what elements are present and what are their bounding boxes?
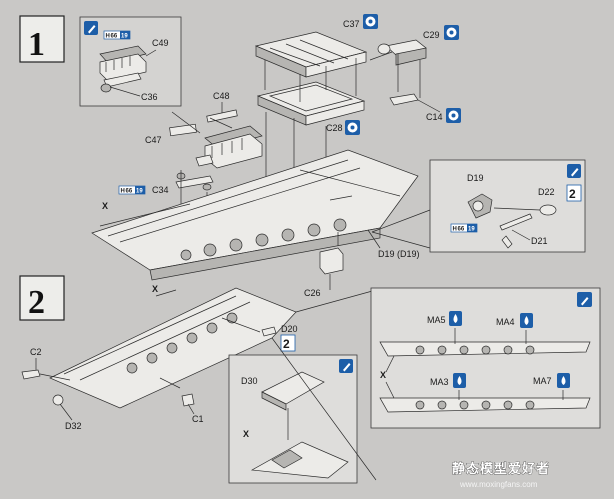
step-2: 2 X C2 D32 C1 D20 2	[19, 275, 601, 484]
part-c1	[159, 377, 195, 415]
svg-text:H: H	[106, 34, 110, 40]
hull-side-lower	[379, 390, 591, 413]
part-label-d21: D21	[531, 236, 548, 246]
part-label-c2: C2	[30, 347, 42, 357]
cement-icon-4	[577, 292, 592, 307]
paint-drop-icon-ma4	[520, 313, 533, 328]
part-label-d22: D22	[538, 187, 555, 197]
svg-text:19: 19	[121, 34, 128, 40]
part-c29	[377, 39, 427, 98]
svg-text:H: H	[453, 227, 457, 233]
hull-label-x-2: X	[152, 284, 158, 294]
part-label-ma3: MA3	[430, 377, 449, 387]
part-label-ma5: MA5	[427, 315, 446, 325]
part-c28	[256, 81, 366, 126]
exhaust-muffler-part	[99, 45, 157, 97]
part-d21-d22	[493, 204, 557, 249]
step-2-number: 2	[28, 284, 45, 321]
h-paint-badge-2: H 66 19	[118, 185, 146, 195]
plastic-cement-icon-3	[444, 25, 459, 40]
hull-label-x-3: X	[243, 429, 249, 439]
hull-upper-part	[91, 149, 419, 281]
part-c48	[206, 109, 238, 123]
part-label-c29: C29	[423, 30, 440, 40]
paint-drop-icon-ma3	[453, 373, 466, 388]
part-label-d20: D20	[281, 324, 298, 334]
part-d19	[467, 193, 493, 219]
svg-text:66: 66	[126, 189, 133, 195]
part-label-ma4: MA4	[496, 317, 515, 327]
part-d30	[261, 371, 325, 411]
plastic-cement-icon-2	[345, 120, 360, 135]
svg-text:2: 2	[283, 337, 290, 351]
part-label-c1: C1	[192, 414, 204, 424]
quantity-x2-mark: 2	[566, 184, 582, 202]
part-label-d32: D32	[65, 421, 82, 431]
h-paint-badge-3: H 66 19	[450, 223, 478, 233]
part-c2	[21, 358, 71, 381]
exhaust-assembly-part	[195, 125, 263, 169]
svg-text:19: 19	[468, 227, 475, 233]
part-c14	[389, 93, 419, 106]
part-label-c48: C48	[213, 91, 230, 101]
part-d20	[261, 326, 277, 337]
svg-text:66: 66	[111, 34, 118, 40]
part-label-c28: C28	[326, 123, 343, 133]
part-label-ma7: MA7	[533, 376, 552, 386]
svg-text:19: 19	[136, 189, 143, 195]
part-label-d19: D19	[467, 173, 484, 183]
part-label-c37: C37	[343, 19, 360, 29]
part-c47	[169, 123, 197, 137]
part-c26	[319, 247, 344, 275]
part-label-c49: C49	[152, 38, 169, 48]
h-paint-badge: H 66 19	[103, 30, 131, 40]
part-label-d30: D30	[241, 376, 258, 386]
hull-lower-part	[49, 287, 297, 409]
cement-icon-3	[339, 359, 353, 373]
svg-text:H: H	[121, 189, 125, 195]
paint-drop-icon-ma5	[449, 311, 462, 326]
watermark-url: www.moxingfans.com	[459, 480, 538, 489]
part-c37	[254, 31, 368, 78]
watermark: 静态模型爱好者 www.moxingfans.com	[452, 461, 550, 489]
plastic-cement-icon	[363, 14, 378, 29]
part-label-c36: C36	[141, 92, 158, 102]
step-1: 1 H 66 19 C49 C36 C48 C47	[19, 14, 586, 298]
part-label-d19-d19: D19 (D19)	[378, 249, 420, 259]
svg-text:66: 66	[458, 227, 465, 233]
part-label-c26: C26	[304, 288, 321, 298]
hull-label-x: X	[102, 201, 108, 211]
paint-drop-icon-ma7	[557, 373, 570, 388]
hull-detail-part	[250, 441, 349, 479]
step-1-frame	[19, 15, 65, 63]
svg-text:2: 2	[569, 187, 576, 201]
quantity-x2-mark-2: 2	[280, 334, 296, 352]
part-label-c47: C47	[145, 135, 162, 145]
cement-icon-2	[567, 164, 581, 178]
hull-label-x-4: X	[380, 370, 386, 380]
step-1-number: 1	[28, 26, 45, 63]
part-label-c14: C14	[426, 112, 443, 122]
watermark-title: 静态模型爱好者	[452, 461, 550, 477]
part-d32	[52, 394, 64, 406]
hull-side-upper	[379, 328, 591, 357]
step-2-frame	[19, 275, 65, 321]
part-label-c34: C34	[152, 185, 169, 195]
plastic-cement-icon-4	[446, 108, 461, 123]
cement-icon	[84, 21, 98, 35]
callout-d19-d22-d21	[429, 159, 586, 253]
